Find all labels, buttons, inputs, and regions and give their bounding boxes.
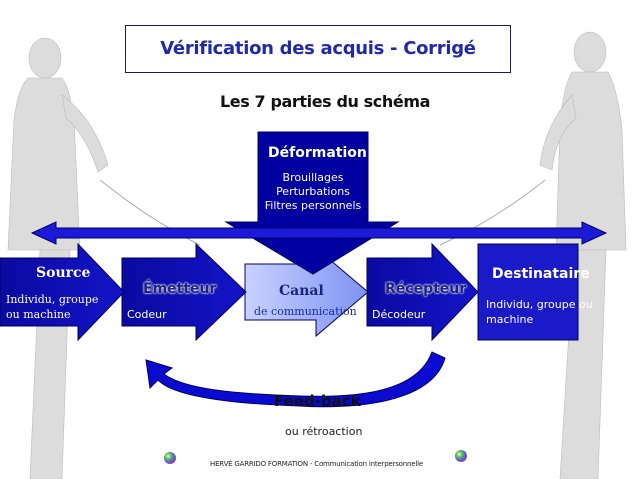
stage-emetteur-desc: Codeur <box>127 308 167 321</box>
subtitle: Les 7 parties du schéma <box>220 92 430 111</box>
stage-recepteur-desc: Décodeur <box>372 308 426 321</box>
stage-source-label: Source <box>36 265 91 281</box>
stage-destinataire-desc-line: Individu, groupe ou <box>486 298 593 311</box>
left-string-line <box>99 179 201 246</box>
stage-recepteur-label: Récepteur <box>385 281 467 297</box>
title-box: Vérification des acquis - Corrigé <box>125 25 511 73</box>
right-string-line <box>439 179 546 246</box>
double-arrow <box>30 221 608 245</box>
deformation-item: Perturbations <box>276 185 350 198</box>
stage-emetteur-label: Émetteur <box>143 281 217 297</box>
stage-destinataire-desc-line: machine <box>486 313 534 326</box>
decor-ball-right <box>455 450 467 462</box>
feedback-label: Feed-back <box>274 392 361 410</box>
feedback-arrow <box>145 351 446 408</box>
decor-ball-left <box>164 452 176 464</box>
stage-canal-desc: de communication <box>254 305 357 318</box>
stage-destinataire-label: Destinataire <box>492 266 590 282</box>
stage-canal-label: Canal <box>279 283 324 299</box>
stage-recepteur-arrow <box>366 242 479 342</box>
stage-emetteur-arrow <box>121 242 247 342</box>
stage-destinataire-shape <box>477 243 579 341</box>
feedback-sub: ou rétroaction <box>285 425 363 438</box>
stage-source-arrow <box>0 242 125 342</box>
deformation-item: Brouillages <box>282 171 344 184</box>
stage-source-desc-line: Individu, groupe <box>6 293 99 306</box>
deformation-item: Filtres personnels <box>264 199 362 212</box>
stage-source-desc-line: ou machine <box>6 308 71 321</box>
footer-credit: HERVÉ GARRIDO FORMATION - Communication … <box>210 460 423 468</box>
deformation-title: Déformation <box>268 145 367 161</box>
